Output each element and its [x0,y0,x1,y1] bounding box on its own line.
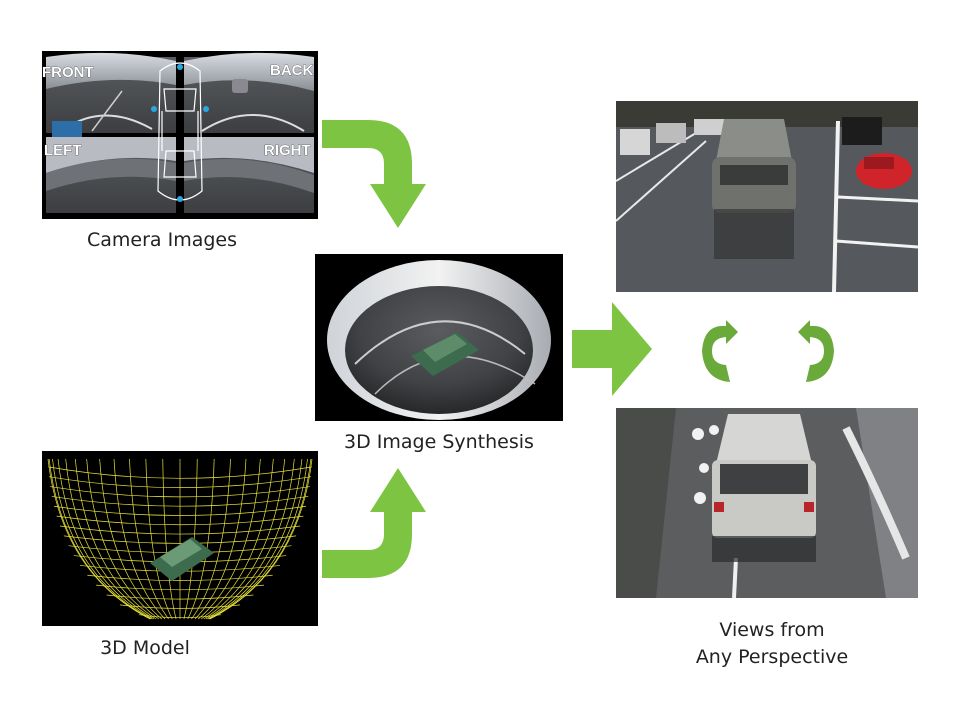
views-caption-line2: Any Perspective [695,646,849,668]
camera-images-caption: Camera Images [86,229,237,251]
mesh-meridian [113,458,166,620]
mesh-meridian [99,458,162,620]
mesh-meridian [201,458,274,620]
mesh-meridian [86,458,159,620]
model-caption: 3D Model [100,637,190,659]
mesh-meridian [194,458,247,620]
mesh-meridian [57,458,153,620]
synthesis-panel [315,254,563,421]
arrow-right-icon [572,302,652,396]
right-label: RIGHT [264,142,311,159]
mesh-meridian [205,458,295,620]
view-top-panel [616,101,918,292]
mesh-meridian [191,458,231,620]
mesh-meridian [47,458,151,620]
front-camera-view [46,52,176,133]
red-car-icon [856,153,912,189]
arrow-down-icon [322,120,426,228]
mesh-meridian [198,458,261,620]
mesh-meridian [208,458,308,620]
hemisphere-mesh [47,458,313,620]
car-model-icon [150,537,214,581]
van-rear-icon [712,414,816,562]
mesh-meridian [209,458,312,620]
camera-images-panel: FRONT BACK LEFT RIGHT [42,51,318,219]
mesh-meridian [52,458,152,620]
mesh-meridian [203,458,286,620]
mesh-meridian [129,458,169,620]
mesh-meridian [74,458,157,620]
views-caption: Views from Any Perspective [660,617,884,671]
mesh-meridian [65,458,155,620]
car-wireframe-icon [157,62,203,201]
mesh-meridian [209,458,313,620]
van-icon [712,119,796,259]
view-bottom-panel [616,408,918,598]
left-camera-view [46,121,176,213]
rotate-left-icon [702,320,738,382]
model-panel [42,451,318,626]
front-label: FRONT [42,64,94,81]
views-caption-line1: Views from [719,619,825,641]
car-3d-icon [411,332,479,376]
mesh-meridian [207,458,303,620]
back-label: BACK [270,62,313,79]
mesh-meridian [162,458,177,620]
arrow-up-icon [322,468,426,578]
right-camera-view [184,137,314,213]
back-camera-view [184,52,314,133]
rotate-right-icon [798,320,834,382]
mesh-meridian [48,458,151,620]
mesh-meridian [145,458,173,620]
synthesis-caption: 3D Image Synthesis [344,431,534,453]
left-label: LEFT [44,142,82,159]
